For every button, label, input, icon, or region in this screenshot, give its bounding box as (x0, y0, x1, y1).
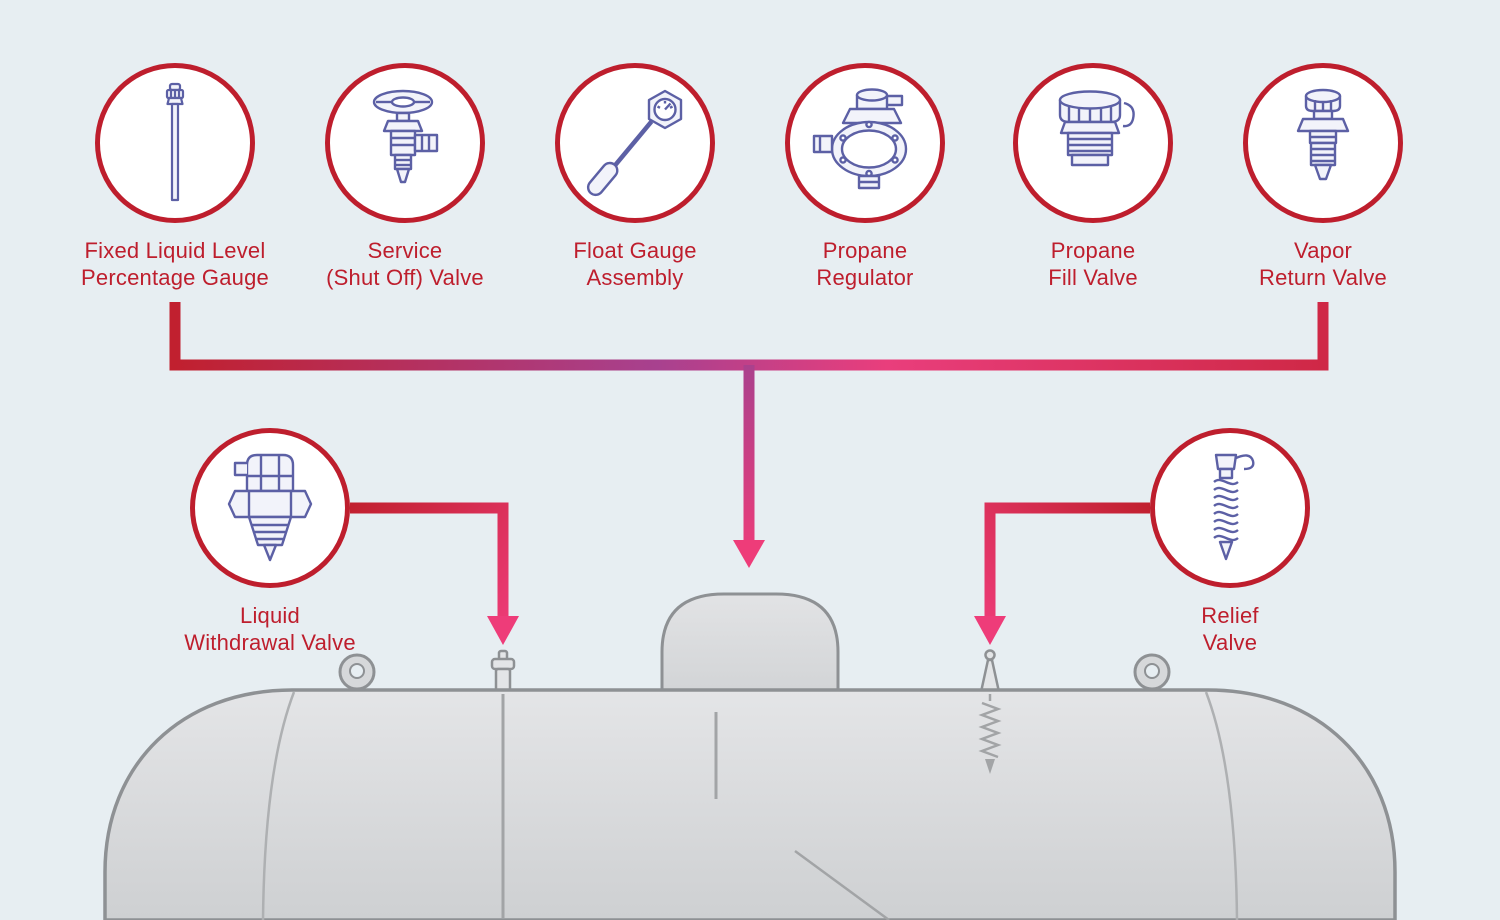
component-label: Float Gauge Assembly (573, 238, 696, 292)
component-label: Propane Regulator (816, 238, 913, 292)
component-circle (325, 63, 485, 223)
tank-seam-right (1204, 691, 1239, 920)
label-line-2: Withdrawal Valve (184, 629, 356, 655)
component-label: Liquid Withdrawal Valve (184, 603, 356, 657)
component-circle (1150, 428, 1310, 588)
tank-dome (660, 592, 840, 696)
label-line-2: Regulator (816, 264, 914, 290)
component-label: Fixed Liquid Level Percentage Gauge (81, 238, 269, 292)
withdrawal-arrowhead (487, 616, 519, 645)
float-gauge-icon (586, 89, 683, 197)
tank-body (103, 688, 1397, 920)
label-line-2: Percentage Gauge (81, 264, 269, 290)
relief-arrow-line (984, 502, 1150, 618)
fill-valve-icon (1058, 90, 1135, 167)
component-circle (95, 63, 255, 223)
label-line-1: Service (367, 238, 443, 263)
label-line-1: Relief (1201, 603, 1259, 628)
component-vapor-return-valve: Vapor Return Valve (1203, 63, 1443, 292)
component-circle (555, 63, 715, 223)
lifting-lug-right (1133, 653, 1171, 691)
relief-spring-internal (978, 694, 1002, 759)
relief-spring-tip (985, 759, 995, 774)
withdrawal-arrow-line (350, 502, 509, 618)
label-line-2: Fill Valve (1048, 264, 1138, 290)
tank-internals (501, 694, 1002, 920)
service-valve-icon (372, 89, 439, 184)
label-line-1: Vapor (1293, 238, 1353, 263)
dome-arrowhead (733, 540, 765, 568)
top-bracket-connector (169, 302, 1329, 371)
label-line-2: Valve (1202, 629, 1258, 655)
liquid-withdrawal-valve-icon (227, 453, 313, 562)
label-line-2: (Shut Off) Valve (326, 264, 484, 290)
component-circle (190, 428, 350, 588)
component-relief-valve: Relief Valve (1110, 428, 1350, 657)
component-circle (1243, 63, 1403, 223)
component-service-valve: Service (Shut Off) Valve (285, 63, 525, 292)
relief-valve-icon (1213, 453, 1255, 561)
component-label: Vapor Return Valve (1259, 238, 1387, 292)
label-line-1: Propane (1050, 238, 1136, 263)
component-fixed-liquid-level-gauge: Fixed Liquid Level Percentage Gauge (55, 63, 295, 292)
fill-pipe (794, 849, 890, 920)
component-propane-fill-valve: Propane Fill Valve (973, 63, 1213, 292)
relief-arrowhead (974, 616, 1006, 645)
label-line-1: Liquid (240, 603, 300, 628)
component-circle (785, 63, 945, 223)
liquid-withdrawal-fitting (490, 649, 516, 695)
component-circle (1013, 63, 1173, 223)
label-line-1: Float Gauge (573, 238, 697, 263)
component-float-gauge: Float Gauge Assembly (515, 63, 755, 292)
component-label: Service (Shut Off) Valve (326, 238, 484, 292)
label-line-2: Return Valve (1259, 264, 1387, 290)
component-label: Relief Valve (1201, 603, 1258, 657)
dipstick-gauge-icon (165, 82, 185, 202)
label-line-1: Propane (822, 238, 908, 263)
tank-seam-left (261, 691, 296, 920)
regulator-icon (812, 88, 908, 190)
component-label: Propane Fill Valve (1048, 238, 1138, 292)
vapor-return-valve-icon (1296, 88, 1350, 181)
label-line-2: Assembly (586, 264, 684, 290)
component-liquid-withdrawal-valve: Liquid Withdrawal Valve (150, 428, 390, 657)
label-line-1: Fixed Liquid Level (84, 238, 266, 263)
component-propane-regulator: Propane Regulator (745, 63, 985, 292)
